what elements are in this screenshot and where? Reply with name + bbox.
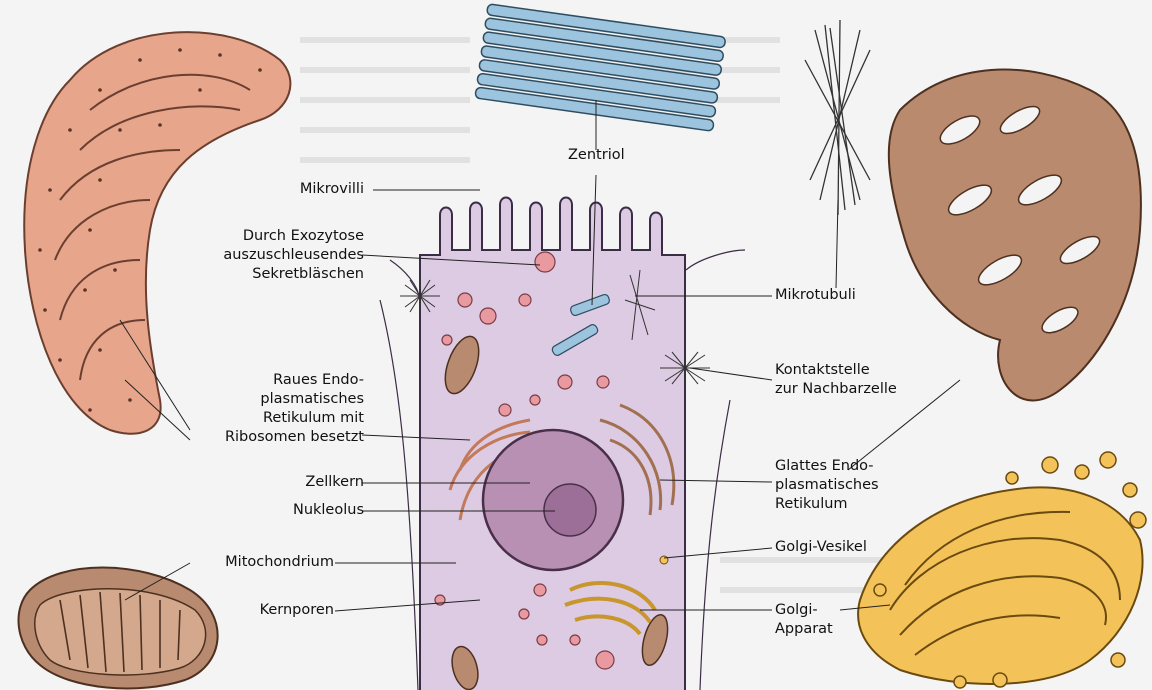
label-zellkern-text: Zellkern [240, 473, 364, 492]
label-rer-line-1: Raues Endo- [180, 371, 364, 390]
label-sekret-line-1: Durch Exozytose [180, 227, 364, 246]
label-kernporen-text: Kernporen [210, 601, 334, 620]
mitochondrion-illustration [19, 568, 218, 689]
label-ser-line-3: Retikulum [775, 495, 879, 514]
label-nukleolus: Nukleolus [240, 501, 364, 520]
label-mikrotubuli-text: Mikrotubuli [775, 286, 856, 305]
label-zentriol-text: Zentriol [568, 146, 625, 165]
label-golgi-apparat-line-2: Apparat [775, 620, 833, 639]
label-kernporen: Kernporen [210, 601, 334, 620]
label-raues-er: Raues Endo- plasmatisches Retikulum mit … [180, 371, 364, 447]
centriole-illustration [475, 4, 726, 131]
label-ser-line-1: Glattes Endo- [775, 457, 879, 476]
golgi-illustration [858, 452, 1146, 688]
label-rer-line-4: Ribosomen besetzt [180, 428, 364, 447]
microtubules-illustration [805, 20, 870, 215]
smooth-er-illustration [889, 70, 1141, 401]
label-ser-line-2: plasmatisches [775, 476, 879, 495]
label-kontaktstelle: Kontaktstelle zur Nachbarzelle [775, 361, 897, 399]
label-sekretblaeschen: Durch Exozytose auszuschleusendes Sekret… [180, 227, 364, 284]
label-golgi-apparat: Golgi- Apparat [775, 601, 833, 639]
label-golgi-vesikel: Golgi-Vesikel [775, 538, 867, 557]
label-zellkern: Zellkern [240, 473, 364, 492]
label-kontakt-line-2: zur Nachbarzelle [775, 380, 897, 399]
label-zentriol: Zentriol [568, 146, 625, 165]
cell-body [380, 198, 745, 690]
label-kontakt-line-1: Kontaktstelle [775, 361, 897, 380]
label-sekret-line-3: Sekretbläschen [180, 265, 364, 284]
label-rer-line-2: plasmatisches [180, 390, 364, 409]
label-golgi-vesikel-text: Golgi-Vesikel [775, 538, 867, 557]
label-mikrovilli-text: Mikrovilli [240, 180, 364, 199]
label-rer-line-3: Retikulum mit [180, 409, 364, 428]
label-sekret-line-2: auszuschleusendes [180, 246, 364, 265]
label-mitochondrium: Mitochondrium [190, 553, 334, 572]
label-mikrotubuli: Mikrotubuli [775, 286, 856, 305]
label-glattes-er: Glattes Endo- plasmatisches Retikulum [775, 457, 879, 514]
label-nukleolus-text: Nukleolus [240, 501, 364, 520]
label-mitochondrium-text: Mitochondrium [190, 553, 334, 572]
label-golgi-apparat-line-1: Golgi- [775, 601, 833, 620]
label-mikrovilli: Mikrovilli [240, 180, 364, 199]
